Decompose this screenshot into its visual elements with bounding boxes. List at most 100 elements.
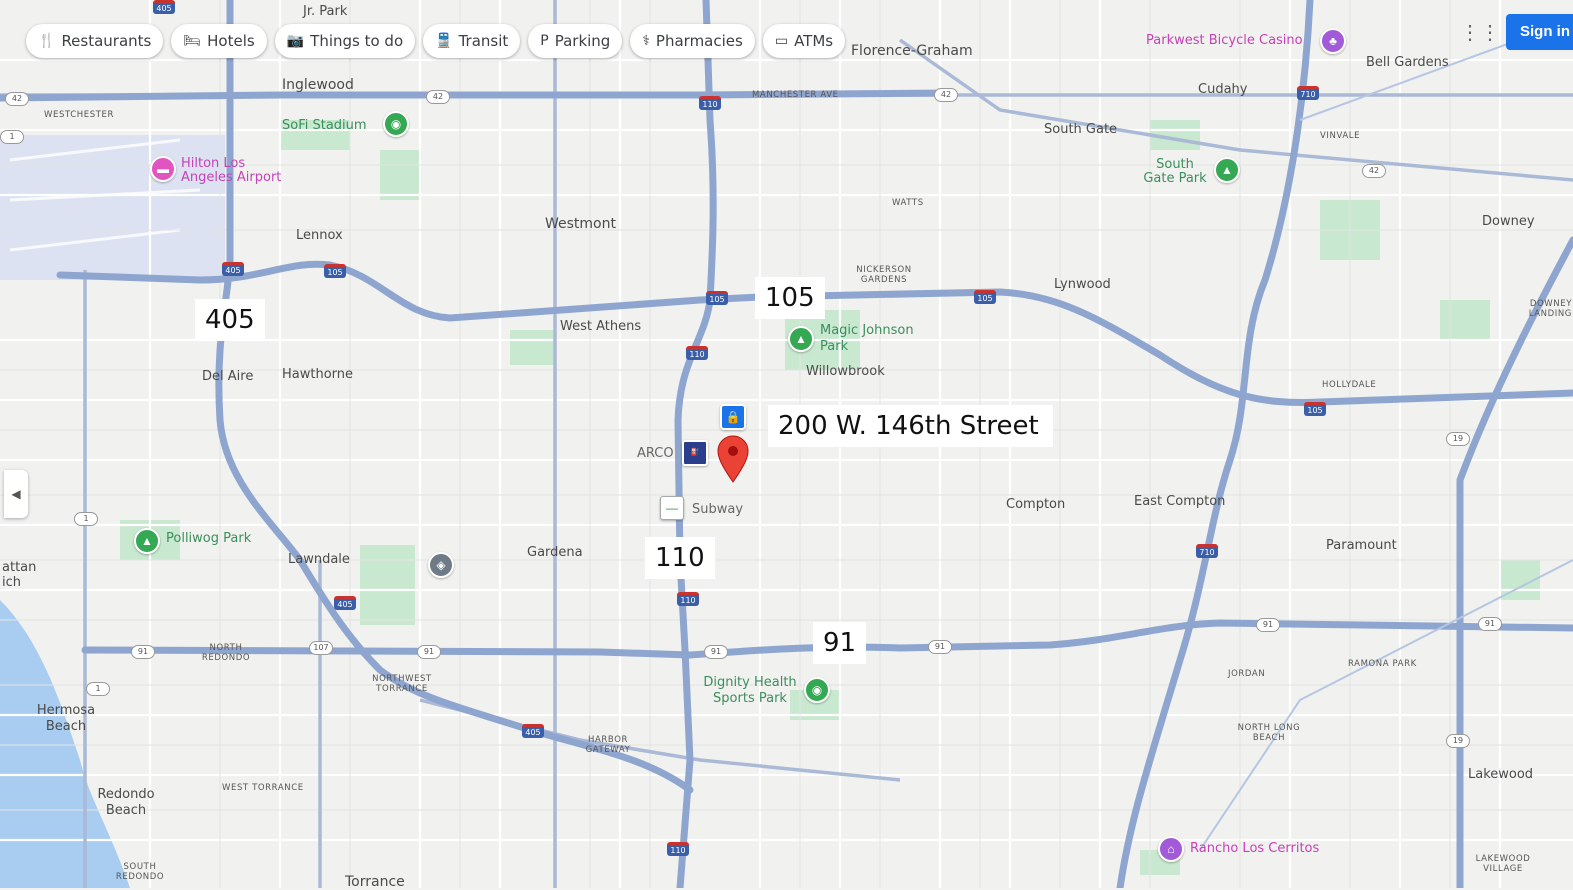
place-label: HOLLYDALE <box>1322 380 1377 390</box>
sr1-shield-icon: 1 <box>86 682 110 696</box>
chip-label: Restaurants <box>61 32 152 50</box>
chip-label: Parking <box>554 32 611 50</box>
i405-shield-icon: 405 <box>522 724 544 738</box>
stadium-icon[interactable]: ◉ <box>804 677 830 703</box>
place-label: HARBOR GATEWAY <box>585 735 631 755</box>
category-chips: 🍴 Restaurants 🛏 Hotels 📷 Things to do 🚆Transit… <box>26 24 846 58</box>
sr1-shield-icon: 1 <box>0 130 24 144</box>
museum-icon[interactable]: ⌂ <box>1158 836 1184 862</box>
place-label: Jr. Park <box>303 4 348 19</box>
stadium-icon[interactable]: ◉ <box>383 111 409 137</box>
apps-grid-icon[interactable]: ⋮⋮ <box>1460 22 1500 44</box>
place-label[interactable]: Magic Johnson Park <box>820 323 914 354</box>
chip-parking[interactable]: P Parking <box>528 24 623 58</box>
hotel-icon[interactable]: ▬ <box>150 156 176 182</box>
chip-pharmacies[interactable]: ⚕Pharmacies <box>630 24 755 58</box>
place-label[interactable]: SoFi Stadium <box>282 118 367 133</box>
sr91-shield-icon: 91 <box>1256 618 1280 632</box>
place-label: NORTHWEST TORRANCE <box>372 674 432 694</box>
sr107-shield-icon: 107 <box>309 641 333 655</box>
place-label[interactable]: ARCO <box>637 446 674 461</box>
place-label: Lennox <box>296 228 343 243</box>
place-label: JORDAN <box>1228 669 1266 679</box>
sign-in-button[interactable]: Sign in <box>1506 14 1573 50</box>
casino-icon[interactable]: ♣ <box>1320 28 1346 54</box>
place-label: Inglewood <box>282 77 354 93</box>
place-label: Hawthorne <box>282 367 354 382</box>
place-label: Florence-Graham <box>851 43 973 59</box>
place-label: Downey <box>1482 214 1535 229</box>
place-label: WATTS <box>892 198 924 208</box>
place-label: Gardena <box>527 545 583 560</box>
place-label: Del Aire <box>202 369 254 384</box>
gas-station-icon[interactable]: ⛽ <box>682 440 708 466</box>
place-label[interactable]: Rancho Los Cerritos <box>1190 841 1320 856</box>
place-label: East Compton <box>1134 494 1226 509</box>
sr91-shield-icon: 91 <box>417 645 441 659</box>
chip-things-to-do[interactable]: 📷 Things to do <box>274 24 416 58</box>
park-icon[interactable]: ▲ <box>134 528 160 554</box>
park-icon[interactable]: ▲ <box>788 326 814 352</box>
place-label: WEST TORRANCE <box>222 783 304 793</box>
chip-label: Things to do <box>310 32 404 50</box>
place-label[interactable]: Polliwog Park <box>166 531 252 546</box>
i105-shield-icon: 105 <box>706 291 728 305</box>
i105-shield-icon: 105 <box>974 290 996 304</box>
school-icon[interactable]: ◈ <box>428 552 454 578</box>
place-label: NORTH REDONDO <box>201 643 251 663</box>
i710-shield-icon: 710 <box>1196 544 1218 558</box>
place-label: VINVALE <box>1320 131 1361 141</box>
place-label: Paramount <box>1326 538 1397 553</box>
place-label[interactable]: Parkwest Bicycle Casino <box>1146 33 1303 48</box>
place-label[interactable]: Subway <box>692 502 744 517</box>
chip-atms[interactable]: ▭ ATMs <box>762 24 846 58</box>
place-label: NORTH LONG BEACH <box>1237 723 1301 743</box>
chip-label: Transit <box>458 32 509 50</box>
i110-shield-icon: 110 <box>667 842 689 856</box>
hotel-icon: 🛏 <box>183 33 202 49</box>
place-label[interactable]: South Gate Park <box>1143 157 1207 186</box>
place-label: NICKERSON GARDENS <box>856 265 912 285</box>
place-label: Cudahy <box>1198 82 1248 97</box>
freeway-105-callout: 105 <box>755 277 825 319</box>
i405-shield-icon: 405 <box>334 596 356 610</box>
place-label: SOUTH REDONDO <box>115 862 165 882</box>
place-label: WESTCHESTER <box>44 110 115 120</box>
i710-shield-icon: 710 <box>1297 86 1319 100</box>
chip-label: ATMs <box>794 32 834 50</box>
place-label: Lawndale <box>288 552 350 567</box>
address-callout: 200 W. 146th Street <box>768 405 1053 447</box>
freeway-110-callout: 110 <box>645 537 715 579</box>
collapse-panel-button[interactable]: ◀ <box>4 470 28 518</box>
i405-shield-icon: 405 <box>153 0 175 14</box>
place-label[interactable]: Dignity Health Sports Park <box>703 675 797 706</box>
place-label[interactable]: Hilton Los Angeles Airport <box>181 156 282 185</box>
place-label: LAKEWOOD VILLAGE <box>1475 854 1531 874</box>
camera-icon: 📷 <box>286 33 305 49</box>
restaurant-icon[interactable]: — <box>660 496 684 520</box>
chip-hotels[interactable]: 🛏 Hotels <box>171 24 267 58</box>
restaurant-icon: 🍴 <box>38 33 56 49</box>
place-label: Compton <box>1006 497 1066 512</box>
i110-shield-icon: 110 <box>677 592 699 606</box>
shopping-icon[interactable]: 🔒 <box>720 404 746 430</box>
park-icon[interactable]: ▲ <box>1214 157 1240 183</box>
sr91-shield-icon: 91 <box>131 645 155 659</box>
place-label: Willowbrook <box>806 364 885 379</box>
sr42-shield-icon: 42 <box>934 88 958 102</box>
place-label: West Athens <box>560 319 642 334</box>
place-label: South Gate <box>1044 122 1118 137</box>
sr42-shield-icon: 42 <box>1362 164 1386 178</box>
location-pin-icon <box>717 435 749 483</box>
atm-icon: ▭ <box>774 33 789 49</box>
chip-restaurants[interactable]: 🍴 Restaurants <box>26 24 164 58</box>
chip-transit[interactable]: 🚆Transit <box>423 24 521 58</box>
freeway-405-callout: 405 <box>195 299 265 341</box>
place-label: Hermosa Beach <box>36 703 96 734</box>
sr91-shield-icon: 91 <box>928 640 952 654</box>
place-label: Westmont <box>545 216 616 232</box>
chip-label: Hotels <box>207 32 255 50</box>
sr42-shield-icon: 42 <box>5 92 29 106</box>
parking-icon: P <box>540 33 549 49</box>
